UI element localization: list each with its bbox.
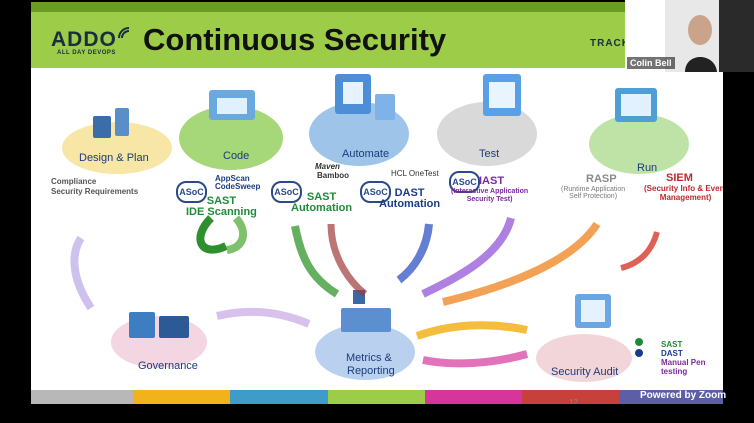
- dast-bullet-icon: [635, 349, 643, 357]
- security-audit-label: Security Audit: [551, 366, 619, 378]
- slide-title: Continuous Security: [143, 22, 447, 57]
- siem-subtitle: (Security Info & Event Management): [644, 184, 723, 202]
- test-ellipse: [437, 102, 537, 166]
- legend-manual-pen: Manual Pen: [661, 358, 706, 367]
- slide-header: ADDO ALL DAY DEVOPS Continuous Security …: [31, 2, 723, 68]
- metrics-label-line1: Metrics &: [346, 352, 392, 364]
- addo-logo-subtitle: ALL DAY DEVOPS: [57, 50, 116, 56]
- wifi-swoosh-icon: [118, 27, 130, 39]
- maven-logo: Maven: [315, 162, 340, 171]
- audit-ellipse: [536, 334, 632, 382]
- bamboo-logo: Bamboo: [317, 171, 349, 180]
- participant-name: Colin Bell: [627, 57, 675, 69]
- legend-testing: testing: [661, 367, 688, 376]
- asoc-badge-sast: ASoC: [271, 181, 302, 203]
- appscan-codesweep-logo: AppScan CodeSweep: [215, 174, 261, 191]
- sast-bullet-icon: [635, 338, 643, 346]
- design-ellipse: [62, 122, 172, 174]
- presentation-slide: ADDO ALL DAY DEVOPS Continuous Security …: [31, 2, 723, 404]
- sast-ide-label: SAST IDE Scanning: [186, 195, 257, 218]
- metrics-label-line2: Reporting: [347, 365, 395, 377]
- code-label: Code: [223, 150, 250, 162]
- participant-video-tile[interactable]: Colin Bell: [625, 0, 754, 72]
- metrics-ellipse: [315, 324, 415, 380]
- test-label: Test: [479, 148, 500, 160]
- siem-label: SIEM: [666, 172, 693, 184]
- rasp-subtitle: (Runtime Application Self Protection): [561, 186, 626, 200]
- iast-subtitle: (Interactive Application Security Test): [451, 188, 529, 203]
- slide-number: 12: [569, 398, 578, 404]
- header-top-strip: [31, 2, 723, 12]
- asoc-badge-dast: ASoC: [360, 181, 391, 203]
- asoc-badge-code: ASoC: [176, 181, 207, 203]
- dast-automation-label: DAST Automation: [379, 187, 441, 210]
- legend-sast: SAST: [661, 340, 683, 349]
- diagram-illustration: [31, 74, 723, 404]
- legend-dast: DAST: [661, 349, 683, 358]
- automate-label: Automate: [342, 148, 390, 160]
- iast-label: IAST: [479, 175, 505, 187]
- bottom-color-bar: [31, 390, 723, 404]
- design-plan-label: Design & Plan: [79, 152, 149, 164]
- sast-automation-label: SAST Automation: [291, 191, 353, 214]
- addo-logo: ADDO: [51, 28, 117, 51]
- zoom-branding: Powered by Zoom: [640, 390, 727, 401]
- code-ellipse: [179, 106, 283, 170]
- compliance-label: Compliance Security Requirements: [51, 177, 139, 196]
- track-label: TRACK: [590, 38, 630, 49]
- run-label: Run: [637, 162, 658, 174]
- run-ellipse: [589, 114, 689, 174]
- governance-label: Governance: [138, 360, 198, 372]
- asoc-badge-iast: ASoC: [449, 171, 480, 193]
- hcl-onetest-logo: HCL OneTest: [391, 169, 439, 178]
- rasp-label: RASP: [586, 173, 617, 185]
